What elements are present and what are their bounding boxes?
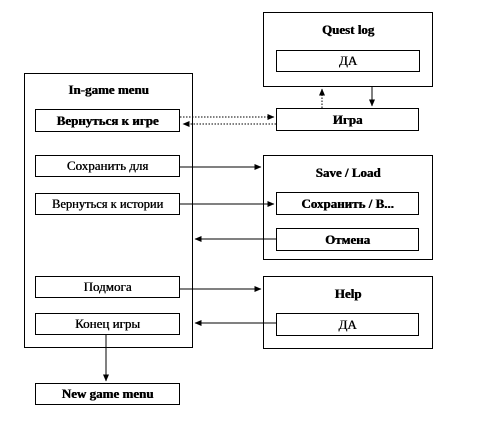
quest-log-panel: Quest log ДА (263, 12, 433, 87)
return-to-history-button[interactable]: Вернуться к истории (35, 193, 180, 215)
end-game-button[interactable]: Конец игры (35, 313, 180, 335)
game-box[interactable]: Игра (276, 108, 419, 131)
help-yes-button[interactable]: ДА (276, 313, 419, 336)
save-game-button[interactable]: Сохранить для (35, 155, 180, 177)
ingame-menu-title: In-game menu (68, 82, 149, 97)
save-load-cancel-button[interactable]: Отмена (276, 228, 419, 251)
help-button[interactable]: Подмога (35, 276, 180, 298)
save-load-save-button[interactable]: Сохранить / В... (276, 192, 419, 215)
save-load-title: Save / Load (315, 165, 381, 180)
quest-log-title: Quest log (321, 22, 375, 37)
new-game-menu-box[interactable]: New game menu (35, 383, 180, 405)
quest-log-yes-button[interactable]: ДА (276, 50, 420, 72)
help-panel: Help (263, 276, 433, 349)
help-title: Help (334, 286, 362, 301)
return-to-game-button[interactable]: Вернуться к игре (35, 109, 180, 132)
